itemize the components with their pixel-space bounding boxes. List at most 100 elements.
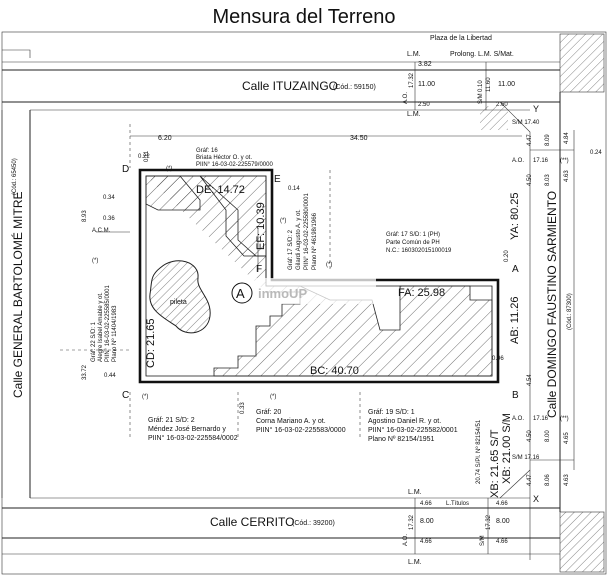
- lot-graf-17-sd1: Gráf: 17 S/D: 1 (PH) Parte Común de PH N…: [386, 232, 452, 254]
- measure-xb-sm: XB: 21.00 S/M: [501, 413, 513, 484]
- measure-ef: EF: 10.39: [255, 202, 267, 250]
- dim-17-16-b: 17.16: [533, 416, 549, 422]
- dim-0-24: 0.24: [590, 150, 602, 156]
- svg-text:Plano Nº 82154/1951: Plano Nº 82154/1951: [368, 436, 434, 443]
- parcel-a-label: A: [236, 286, 245, 301]
- street-ituzaingo: [2, 61, 560, 111]
- lot-graf-17-sd2: Gráf: 17 S/D: 2 Gilardi Augusto A. y ot.…: [288, 193, 318, 270]
- dim-8-00-right: 8.00: [545, 430, 551, 442]
- dim-0-10: 0.10: [478, 80, 484, 92]
- dim-4-47-b: 4.47: [527, 474, 533, 486]
- dim-4-54: 4.54: [527, 374, 533, 386]
- building-footprints: [145, 175, 493, 377]
- svg-text:PIIN° 16-03-02-225580/0001: PIIN° 16-03-02-225580/0001: [304, 193, 310, 270]
- lm-label-bottom-2: L.M.: [408, 559, 422, 566]
- dim-4-47-a: 4.47: [527, 134, 533, 146]
- dim-8-03: 8.03: [545, 174, 551, 186]
- dim-s-m-17-16: S/M 17.16: [512, 455, 540, 461]
- letter-d: D: [122, 164, 129, 175]
- corner-block-top-left: [2, 49, 31, 58]
- dim-2-50: 2.50: [418, 102, 430, 108]
- svg-text:Alegre Isabel Amable y ot.: Alegre Isabel Amable y ot.: [98, 292, 104, 362]
- dim-0-11: 0.11: [144, 150, 150, 162]
- star-3: (*): [92, 258, 98, 264]
- measure-cd: CD: 21.65: [145, 318, 157, 368]
- lot-graf-22: Gráf: 22 S/D: 1 Alegre Isabel Amable y o…: [91, 285, 118, 362]
- svg-text:Gráf: 17 S/D: 2: Gráf: 17 S/D: 2: [288, 229, 294, 270]
- dim-4-66-a: 4.66: [420, 501, 432, 507]
- svg-text:PIIN° 16-03-02-225582/0001: PIIN° 16-03-02-225582/0001: [368, 426, 458, 434]
- dim-0-34: 0.34: [103, 195, 115, 201]
- star-4: (*): [326, 262, 332, 268]
- prolong-label: Prolong. L.M. S/Mat.: [450, 51, 514, 58]
- star2-a: (**): [560, 158, 569, 164]
- lm-label-bottom-1: L.M.: [408, 489, 422, 496]
- dim-8-00-bottom-a: 8.00: [420, 518, 434, 525]
- corner-block-bottom-right: [559, 511, 605, 573]
- dim-11-00-b: 11.00: [498, 81, 515, 88]
- street-label-sarmiento: Calle DOMINGO FAUSTINO SARMIENTO: [545, 191, 559, 418]
- dim-8-00-bottom-b: 8.00: [496, 518, 510, 525]
- sm-label-top: S/M: [478, 93, 484, 104]
- dim-8-06: 8.06: [545, 474, 551, 486]
- dim-4-65: 4.65: [564, 432, 570, 444]
- dim-0-14: 0.14: [288, 186, 300, 192]
- dim-8-93: 8.93: [82, 210, 88, 222]
- dim-3-82: 3.82: [418, 61, 432, 68]
- svg-text:N.C.: 160302015100019: N.C.: 160302015100019: [386, 248, 452, 254]
- svg-text:PIIN° 16-03-02-225584/0002: PIIN° 16-03-02-225584/0002: [148, 434, 238, 442]
- street-cerrito: [2, 497, 560, 555]
- dim-2-60: 2.60: [496, 102, 508, 108]
- corner-y-edge: [499, 101, 531, 560]
- svg-text:Gráf: 16: Gráf: 16: [196, 148, 218, 154]
- ao-label-top: A.O.: [403, 92, 409, 104]
- ao-label-right-top: A.O.: [512, 158, 524, 164]
- ao-label-right-bottom: A.O.: [512, 416, 524, 422]
- dim-4-50-a: 4.50: [527, 174, 533, 186]
- dim-11-00-a: 11.00: [418, 81, 435, 88]
- dim-4-84: 4.84: [564, 132, 570, 144]
- star-5: (*): [142, 394, 148, 400]
- sm-label-bottom: S/M: [480, 535, 486, 546]
- dim-s-m-17-40: S/M 17.40: [512, 120, 540, 126]
- svg-text:Gráf: 20: Gráf: 20: [256, 409, 281, 416]
- svg-text:Corna Mariano A. y ot.: Corna Mariano A. y ot.: [256, 418, 326, 425]
- measure-xb: XB: 21.65 S/T: [489, 429, 501, 498]
- letter-x: X: [533, 494, 539, 504]
- page-title: Mensura del Terreno: [212, 6, 396, 28]
- watermark-bg: [230, 278, 376, 304]
- dim-11-60: 11.60: [486, 77, 492, 92]
- dim-4-66-b: 4.66: [496, 501, 508, 507]
- dim-4-50-b: 4.50: [527, 430, 533, 442]
- svg-text:Agostino Daniel R. y ot.: Agostino Daniel R. y ot.: [368, 418, 441, 425]
- star-2: (*): [280, 218, 286, 224]
- measure-bc: BC: 40.70: [310, 365, 359, 377]
- dim-6-20: 6.20: [158, 135, 172, 142]
- svg-text:Gráf: 21 S/D: 2: Gráf: 21 S/D: 2: [148, 417, 195, 424]
- street-mitre: [1, 110, 31, 498]
- street-label-mitre: Calle GENERAL BARTOLOMÉ MITRE: [10, 192, 25, 399]
- dim-34-50: 34.50: [350, 135, 368, 142]
- measure-ab: AB: 11.26: [509, 297, 521, 345]
- svg-text:Briata Héctor O. y ot.: Briata Héctor O. y ot.: [196, 155, 252, 161]
- letter-y: Y: [533, 104, 539, 114]
- street-sarmiento: [530, 92, 575, 512]
- plaza-label: Plaza de la Libertad: [430, 35, 492, 42]
- measure-fa: FA: 25.98: [398, 287, 445, 299]
- svg-text:Gráf: 17 S/D: 1 (PH): Gráf: 17 S/D: 1 (PH): [386, 232, 440, 238]
- star2-b: (**): [560, 416, 569, 422]
- watermark-text: inmoUP: [258, 286, 307, 301]
- dim-0-33: 0.33: [240, 402, 246, 414]
- corner-y-hatch: [480, 106, 508, 130]
- svg-text:Méndez José Bernardo y: Méndez José Bernardo y: [148, 426, 226, 433]
- measure-xb-plano: 20.74 S/Pl. Nº 82154/51: [475, 419, 482, 484]
- dim-17-32-bottom-b: 17.32: [486, 514, 492, 530]
- svg-text:PIIN° 16-03-02-225585/0001: PIIN° 16-03-02-225585/0001: [105, 285, 111, 362]
- pool-shape: [149, 260, 211, 334]
- letter-f: F: [256, 264, 262, 275]
- street-label-cerrito: Calle CERRITO: [210, 515, 294, 529]
- dim-0-20: 0.20: [504, 250, 510, 262]
- svg-text:Gráf: 19 S/D: 1: Gráf: 19 S/D: 1: [368, 409, 415, 416]
- letter-a: A: [512, 264, 519, 275]
